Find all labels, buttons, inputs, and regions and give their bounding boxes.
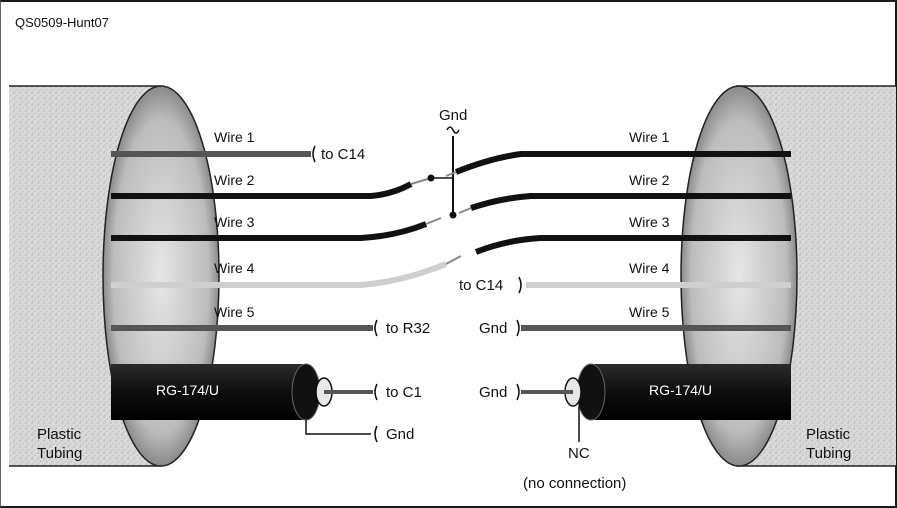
left-coax: RG-174/U: [111, 363, 373, 435]
left-wire-1-label: Wire 1: [214, 129, 255, 145]
right-wire-4-label: Wire 4: [629, 260, 670, 276]
left-wire-4: [111, 261, 448, 288]
left-coax-shield-dest: Gnd: [386, 426, 414, 443]
right-wire-1: [454, 151, 791, 175]
left-wire-1-dest: to C14: [321, 146, 365, 163]
splice-area: [410, 126, 462, 265]
left-tubing-label-line1: Plastic: [37, 426, 82, 443]
labels: Gnd Wire 1 Wire 2 Wire 3 Wire 4 Wire 5 t…: [37, 107, 851, 492]
right-tubing-label-line1: Plastic: [806, 426, 851, 443]
left-tubing-label-line2: Tubing: [37, 445, 82, 462]
left-wire-5-dest: to R32: [386, 320, 430, 337]
right-wire-3-label: Wire 3: [629, 214, 670, 230]
right-coax-shield-note: (no connection): [523, 475, 626, 492]
right-coax-center-source: Gnd: [479, 384, 507, 401]
right-wires: [445, 151, 791, 331]
ground-top-label: Gnd: [439, 107, 467, 124]
right-coax-label: RG-174/U: [649, 382, 712, 398]
right-wire-4-source: to C14: [459, 277, 503, 294]
left-wire-2-label: Wire 2: [214, 172, 255, 188]
bracket-marks: [312, 145, 522, 443]
figure-id: QS0509-Hunt07: [15, 15, 109, 30]
right-coax: RG-174/U: [521, 363, 791, 442]
left-wires: [111, 151, 448, 331]
left-wire-3: [111, 221, 428, 241]
left-wire-3-label: Wire 3: [214, 214, 255, 230]
left-wire-2: [111, 181, 413, 199]
right-wire-2-label: Wire 2: [629, 172, 670, 188]
right-coax-shield-label: NC: [568, 445, 590, 462]
right-tubing-label-line2: Tubing: [806, 445, 851, 462]
left-coax-label: RG-174/U: [156, 382, 219, 398]
left-coax-center-dest: to C1: [386, 384, 422, 401]
right-wire-5-source: Gnd: [479, 320, 507, 337]
right-wire-3: [474, 235, 791, 255]
right-wire-2: [470, 193, 791, 211]
left-coax-shield-lead: [305, 420, 371, 435]
left-wire-5-label: Wire 5: [214, 304, 255, 320]
right-wire-1-label: Wire 1: [629, 129, 670, 145]
left-wire-4-label: Wire 4: [214, 260, 255, 276]
right-wire-5-label: Wire 5: [629, 304, 670, 320]
